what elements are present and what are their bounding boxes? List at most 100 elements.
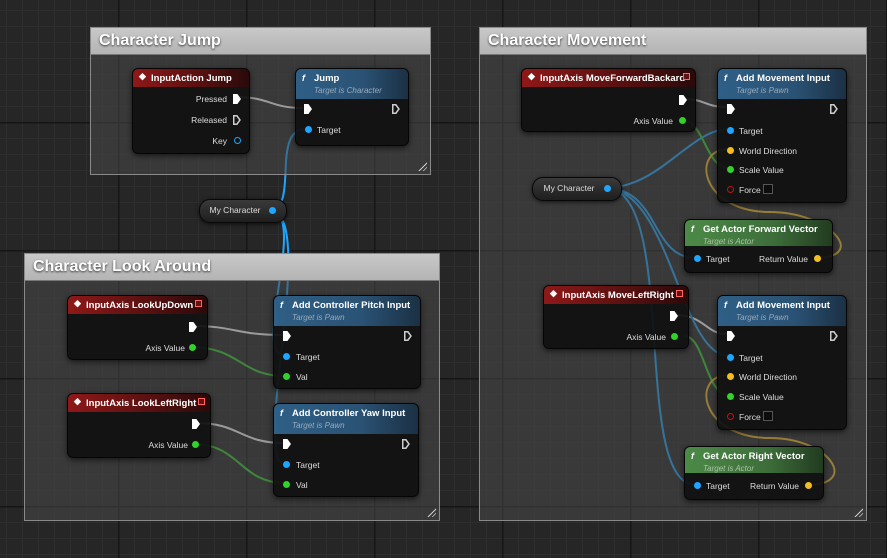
exec-out-pin-icon[interactable]: [404, 331, 412, 341]
exec-out-pin-icon[interactable]: [189, 322, 197, 332]
comment-title[interactable]: Character Movement: [480, 28, 866, 55]
node-input-action-jump[interactable]: ◆ InputAction Jump Pressed Released Key: [132, 68, 250, 154]
node-add-controller-yaw-input[interactable]: f Add Controller Yaw Input Target is Paw…: [273, 403, 419, 497]
node-title: InputAxis MoveForwardBackard: [540, 73, 686, 84]
target-pin-icon[interactable]: [283, 461, 290, 468]
function-f-icon: f: [691, 224, 694, 234]
pin-label: Target: [296, 460, 320, 470]
pin-label: Return Value: [750, 481, 799, 491]
float-out-pin-icon[interactable]: [192, 441, 199, 448]
delegate-pin-icon[interactable]: [198, 398, 205, 405]
node-header: f Jump Target is Character: [296, 69, 408, 99]
target-pin-icon[interactable]: [727, 127, 734, 134]
target-pin-icon[interactable]: [694, 482, 701, 489]
node-header: f Get Actor Right Vector Target is Actor: [685, 447, 823, 473]
pin-label: Target: [706, 481, 730, 491]
node-input-axis-move-forward[interactable]: ◆ InputAxis MoveForwardBackard Axis Valu…: [521, 68, 696, 132]
node-header: ◆ InputAxis MoveForwardBackard: [522, 69, 695, 87]
node-get-actor-forward-vector[interactable]: f Get Actor Forward Vector Target is Act…: [684, 219, 833, 273]
float-in-pin-icon[interactable]: [283, 373, 290, 380]
pin-label: Force: [739, 412, 761, 422]
pin-label: Released: [191, 115, 227, 125]
node-subtitle: Target is Character: [314, 86, 382, 95]
exec-in-pin-icon[interactable]: [727, 104, 735, 114]
comment-title[interactable]: Character Look Around: [25, 254, 439, 281]
node-input-axis-look-left-right[interactable]: ◆ InputAxis LookLeftRight Axis Value: [67, 393, 211, 458]
pin-label: Target: [706, 254, 730, 264]
target-pin-icon[interactable]: [305, 126, 312, 133]
resize-handle-icon[interactable]: [426, 507, 436, 517]
delegate-pin-icon[interactable]: [195, 300, 202, 307]
float-out-pin-icon[interactable]: [671, 333, 678, 340]
float-out-pin-icon[interactable]: [189, 344, 196, 351]
target-pin-icon[interactable]: [694, 255, 701, 262]
node-my-character[interactable]: My Character: [532, 177, 622, 201]
node-header: f Add Movement Input Target is Pawn: [718, 69, 846, 99]
exec-out-pin-icon[interactable]: [392, 104, 400, 114]
node-add-movement-input-right[interactable]: f Add Movement Input Target is Pawn Targ…: [717, 295, 847, 430]
node-add-movement-input-forward[interactable]: f Add Movement Input Target is Pawn Targ…: [717, 68, 847, 203]
exec-out-pin-icon[interactable]: [670, 311, 678, 321]
bool-in-pin-icon[interactable]: [727, 186, 734, 193]
resize-handle-icon[interactable]: [853, 507, 863, 517]
function-f-icon: f: [691, 451, 694, 461]
vector-in-pin-icon[interactable]: [727, 373, 734, 380]
node-jump[interactable]: f Jump Target is Character Target: [295, 68, 409, 146]
target-pin-icon[interactable]: [283, 353, 290, 360]
pin-label: Axis Value: [148, 440, 188, 450]
delegate-pin-icon[interactable]: [683, 73, 690, 80]
node-my-character[interactable]: My Character: [199, 199, 287, 223]
node-title: Jump: [314, 73, 340, 84]
exec-in-pin-icon[interactable]: [283, 331, 291, 341]
object-out-pin-icon[interactable]: [604, 185, 611, 192]
exec-in-pin-icon[interactable]: [727, 331, 735, 341]
node-input-axis-look-up-down[interactable]: ◆ InputAxis LookUpDown Axis Value: [67, 295, 208, 360]
comment-title[interactable]: Character Jump: [91, 28, 430, 55]
exec-out-pin-icon[interactable]: [192, 419, 200, 429]
float-in-pin-icon[interactable]: [283, 481, 290, 488]
exec-out-pin-icon[interactable]: [402, 439, 410, 449]
object-out-pin-icon[interactable]: [269, 207, 276, 214]
exec-out-pin-icon[interactable]: [830, 104, 838, 114]
force-checkbox[interactable]: [763, 411, 773, 421]
node-add-controller-pitch-input[interactable]: f Add Controller Pitch Input Target is P…: [273, 295, 421, 389]
node-title: Get Actor Forward Vector: [703, 224, 818, 235]
vector-in-pin-icon[interactable]: [727, 147, 734, 154]
function-f-icon: f: [280, 300, 283, 310]
node-title: Add Controller Pitch Input: [292, 300, 411, 311]
delegate-pin-icon[interactable]: [676, 290, 683, 297]
function-f-icon: f: [280, 408, 283, 418]
node-subtitle: Target is Pawn: [292, 421, 345, 430]
resize-handle-icon[interactable]: [417, 161, 427, 171]
node-header: f Get Actor Forward Vector Target is Act…: [685, 220, 832, 246]
pin-label: Scale Value: [739, 165, 784, 175]
float-in-pin-icon[interactable]: [727, 166, 734, 173]
exec-out-pin-icon[interactable]: [830, 331, 838, 341]
target-pin-icon[interactable]: [727, 354, 734, 361]
pin-label: Scale Value: [739, 392, 784, 402]
exec-out-pin-icon[interactable]: [233, 94, 241, 104]
vector-out-pin-icon[interactable]: [805, 482, 812, 489]
node-header: f Add Movement Input Target is Pawn: [718, 296, 846, 326]
exec-out-pin-icon[interactable]: [233, 115, 241, 125]
exec-out-pin-icon[interactable]: [679, 95, 687, 105]
node-subtitle: Target is Actor: [703, 464, 754, 473]
function-f-icon: f: [724, 300, 727, 310]
exec-in-pin-icon[interactable]: [283, 439, 291, 449]
node-get-actor-right-vector[interactable]: f Get Actor Right Vector Target is Actor…: [684, 446, 824, 500]
vector-out-pin-icon[interactable]: [814, 255, 821, 262]
node-header: ◆ InputAction Jump: [133, 69, 249, 87]
input-event-icon: ◆: [74, 298, 81, 308]
node-input-axis-move-left-right[interactable]: ◆ InputAxis MoveLeftRight Axis Value: [543, 285, 689, 349]
bool-in-pin-icon[interactable]: [727, 413, 734, 420]
pin-label: Val: [296, 480, 308, 490]
float-in-pin-icon[interactable]: [727, 393, 734, 400]
node-header: f Add Controller Yaw Input Target is Paw…: [274, 404, 418, 434]
float-out-pin-icon[interactable]: [679, 117, 686, 124]
pin-label: Target: [317, 125, 341, 135]
force-checkbox[interactable]: [763, 184, 773, 194]
pin-label: Force: [739, 185, 761, 195]
key-pin-icon[interactable]: [234, 137, 241, 144]
pin-label: World Direction: [739, 372, 797, 382]
exec-in-pin-icon[interactable]: [304, 104, 312, 114]
